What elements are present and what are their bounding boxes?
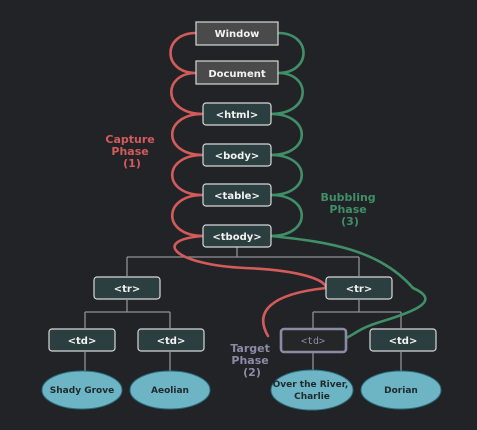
leaf-shady-grove-label: Shady Grove xyxy=(50,386,114,396)
leaf-over-the-river-label: Over the River, Charlie xyxy=(273,380,352,402)
node-document-label: Document xyxy=(208,69,266,80)
bubbling-phase-label: Bubbling Phase (3) xyxy=(320,191,379,228)
node-document xyxy=(195,60,279,85)
node-html-label: <html> xyxy=(216,110,259,121)
bubbling-phase-line1: Bubbling xyxy=(320,191,375,204)
node-tr-right-label: <tr> xyxy=(346,284,372,295)
leaf-shady-grove xyxy=(41,370,123,410)
node-window-label: Window xyxy=(215,29,260,40)
bubbling-path xyxy=(270,31,427,340)
node-tr-left xyxy=(93,276,161,300)
node-tbody xyxy=(202,224,272,248)
leaf-aeolian-label: Aeolian xyxy=(151,386,189,396)
node-body xyxy=(202,143,272,167)
node-table xyxy=(202,183,272,207)
node-window xyxy=(195,21,279,46)
connector-trleft-td xyxy=(84,300,171,328)
capture-phase-line1: Capture xyxy=(105,133,154,146)
leaf-dorian-line1: Dorian xyxy=(384,386,418,396)
connector-trright-td xyxy=(312,300,402,328)
leaf-dorian xyxy=(360,370,442,410)
bubbling-phase-line2: Phase xyxy=(329,203,366,216)
node-tr-left-label: <tr> xyxy=(114,284,140,295)
node-tbody-label: <tbody> xyxy=(212,232,261,243)
leaf-shady-grove-line1: Shady Grove xyxy=(50,386,114,396)
node-td-1 xyxy=(48,328,116,352)
connector-td-leaf xyxy=(84,352,402,372)
capture-phase-line3: (1) xyxy=(123,157,141,170)
target-phase-line2: Phase xyxy=(231,354,268,367)
leaf-aeolian xyxy=(129,370,211,410)
connector-tbody-tr xyxy=(126,247,360,276)
tree-connectors xyxy=(84,247,402,372)
node-table-label: <table> xyxy=(214,191,260,202)
leaf-over-the-river-line2: Charlie xyxy=(294,392,330,402)
leaf-aeolian-line1: Aeolian xyxy=(151,386,189,396)
capture-phase-line2: Phase xyxy=(111,145,148,158)
leaf-dorian-label: Dorian xyxy=(384,386,418,396)
target-phase-line3: (2) xyxy=(243,366,261,379)
node-html xyxy=(202,102,272,126)
node-td-4 xyxy=(369,328,437,352)
node-td-2 xyxy=(137,328,205,352)
node-td-target-label: <td> xyxy=(301,336,325,347)
node-body-label: <body> xyxy=(215,151,259,162)
leaf-over-the-river xyxy=(270,369,354,411)
target-phase-line1: Target xyxy=(230,342,270,355)
target-phase-label: Target Phase (2) xyxy=(230,342,273,379)
capture-phase-label: Capture Phase (1) xyxy=(105,133,158,170)
node-td-target xyxy=(279,327,348,354)
node-td-1-label: <td> xyxy=(68,336,97,347)
leaf-over-the-river-line1: Over the River, xyxy=(273,380,349,390)
node-tr-right xyxy=(325,276,393,300)
node-td-4-label: <td> xyxy=(389,336,418,347)
node-td-2-label: <td> xyxy=(157,336,186,347)
bubbling-phase-line3: (3) xyxy=(341,215,359,228)
